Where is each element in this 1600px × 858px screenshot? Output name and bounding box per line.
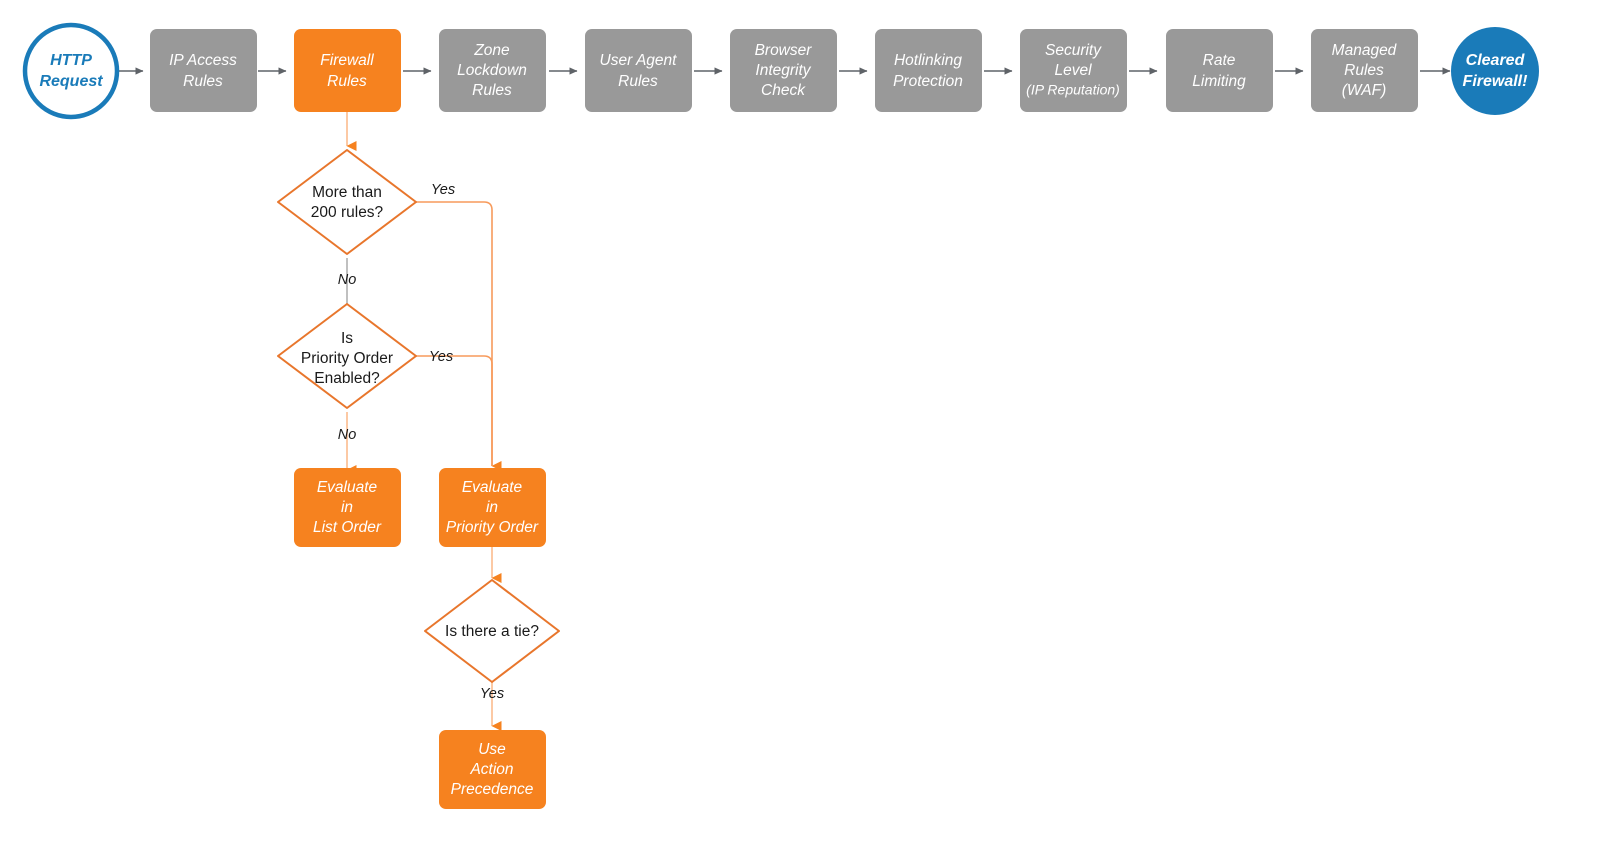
cleared-firewall-label-line2: Firewall! <box>1463 73 1529 90</box>
edge-label-200rules-no: No <box>338 272 357 288</box>
edge-label-tie-yes: Yes <box>480 686 504 702</box>
decision-200rules-line1: More than <box>312 184 382 201</box>
use-action-precedence-line1: Use <box>478 741 506 758</box>
node-user-agent-rules[interactable]: User Agent Rules <box>585 29 692 112</box>
user-agent-rules-box[interactable] <box>585 29 692 112</box>
ip-access-rules-box[interactable] <box>150 29 257 112</box>
managed-rules-waf-box[interactable] <box>1311 29 1418 112</box>
decision-200rules-diamond[interactable] <box>277 149 417 255</box>
rate-limiting-line2: Limiting <box>1192 73 1246 90</box>
node-hotlinking-protection[interactable]: Hotlinking Protection <box>875 29 982 112</box>
evaluate-in-priority-order-box[interactable] <box>439 468 546 547</box>
edge-labels: Yes No Yes No Yes <box>338 182 504 702</box>
use-action-precedence-line2: Action <box>469 761 513 778</box>
rate-limiting-line1: Rate <box>1203 52 1236 69</box>
hotlinking-protection-box[interactable] <box>875 29 982 112</box>
node-ip-access-rules[interactable]: IP Access Rules <box>150 29 257 112</box>
browser-integrity-check-line2: Integrity <box>755 62 811 79</box>
node-decision-is-there-a-tie[interactable]: Is there a tie? <box>424 579 560 683</box>
evaluate-in-priority-order-line3: Priority Order <box>446 519 539 536</box>
zone-lockdown-rules-line3: Rules <box>472 82 512 99</box>
user-agent-rules-line2: Rules <box>618 73 658 90</box>
use-action-precedence-box[interactable] <box>439 730 546 809</box>
ip-access-rules-line2: Rules <box>183 73 223 90</box>
branch-connectors <box>343 112 502 731</box>
hotlinking-protection-line2: Protection <box>893 73 963 90</box>
node-zone-lockdown-rules[interactable]: Zone Lockdown Rules <box>439 29 546 112</box>
managed-rules-waf-line2: Rules <box>1344 62 1384 79</box>
security-level-line2: Level <box>1054 62 1092 79</box>
evaluate-in-priority-order-line2: in <box>486 499 498 516</box>
decision-priority-order-line2: Priority Order <box>301 350 393 367</box>
http-request-label-line1: HTTP <box>50 52 92 69</box>
node-rate-limiting[interactable]: Rate Limiting <box>1166 29 1273 112</box>
firewall-rules-box[interactable] <box>294 29 401 112</box>
evaluate-in-priority-order-line1: Evaluate <box>462 479 523 496</box>
node-decision-is-priority-order-enabled[interactable]: Is Priority Order Enabled? <box>277 303 417 409</box>
node-decision-more-than-200-rules[interactable]: More than 200 rules? <box>277 149 417 255</box>
node-http-request[interactable]: HTTP Request <box>22 22 120 120</box>
managed-rules-waf-line3: (WAF) <box>1342 82 1386 99</box>
cleared-firewall-label-line1: Cleared <box>1466 52 1526 69</box>
node-browser-integrity-check[interactable]: Browser Integrity Check <box>730 29 837 112</box>
edge-label-200rules-yes: Yes <box>431 182 455 198</box>
browser-integrity-check-line1: Browser <box>755 42 813 59</box>
managed-rules-waf-line1: Managed <box>1332 42 1398 59</box>
firewall-rules-line2: Rules <box>327 73 367 90</box>
security-level-box[interactable] <box>1020 29 1127 112</box>
rate-limiting-box[interactable] <box>1166 29 1273 112</box>
decision-tie-diamond[interactable] <box>424 579 560 683</box>
evaluate-in-list-order-line2: in <box>341 499 353 516</box>
user-agent-rules-line1: User Agent <box>600 52 678 69</box>
decision-200rules-line2: 200 rules? <box>311 204 384 221</box>
evaluate-in-list-order-line3: List Order <box>313 519 382 536</box>
decision-priority-order-line3: Enabled? <box>314 370 380 387</box>
firewall-rules-line1: Firewall <box>320 52 374 69</box>
cleared-firewall-circle[interactable] <box>1451 27 1539 115</box>
zone-lockdown-rules-line1: Zone <box>473 42 510 59</box>
node-evaluate-in-priority-order[interactable]: Evaluate in Priority Order <box>439 468 546 547</box>
decision-tie-line1: Is there a tie? <box>445 623 539 640</box>
browser-integrity-check-line3: Check <box>761 82 806 99</box>
node-use-action-precedence[interactable]: Use Action Precedence <box>439 730 546 809</box>
zone-lockdown-rules-line2: Lockdown <box>457 62 527 79</box>
decision-priority-order-line1: Is <box>341 330 353 347</box>
hotlinking-protection-line1: Hotlinking <box>894 52 962 69</box>
zone-lockdown-rules-box[interactable] <box>439 29 546 112</box>
browser-integrity-check-box[interactable] <box>730 29 837 112</box>
node-managed-rules-waf[interactable]: Managed Rules (WAF) <box>1311 29 1418 112</box>
node-cleared-firewall[interactable]: Cleared Firewall! <box>1451 27 1539 115</box>
evaluate-in-list-order-line1: Evaluate <box>317 479 378 496</box>
node-evaluate-in-list-order[interactable]: Evaluate in List Order <box>294 468 401 547</box>
node-security-level[interactable]: Security Level (IP Reputation) <box>1020 29 1127 112</box>
http-request-label-line2: Request <box>39 73 103 90</box>
edge-label-priority-no: No <box>338 427 357 443</box>
connector-decision-200rules-yes <box>416 201 502 471</box>
ip-access-rules-line1: IP Access <box>169 52 237 69</box>
edge-label-priority-yes: Yes <box>429 349 453 365</box>
security-level-line1: Security <box>1045 42 1102 59</box>
evaluate-in-list-order-box[interactable] <box>294 468 401 547</box>
connector-decision-priority-yes <box>416 355 493 466</box>
decision-priority-order-diamond[interactable] <box>277 303 417 409</box>
node-firewall-rules[interactable]: Firewall Rules <box>294 29 401 112</box>
security-level-line3: (IP Reputation) <box>1026 82 1120 98</box>
http-request-circle[interactable] <box>22 22 120 120</box>
use-action-precedence-line3: Precedence <box>451 781 534 798</box>
